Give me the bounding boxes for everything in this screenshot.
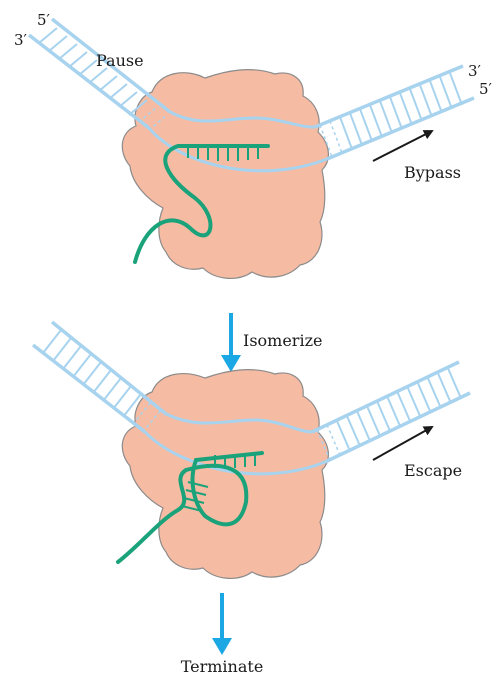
terminate-arrow-head — [212, 638, 232, 655]
escape-arrow — [373, 427, 432, 460]
isomerize-arrow-head — [221, 355, 241, 372]
bypass-label: Bypass — [404, 163, 461, 182]
left-3-prime-label: 3′ — [14, 31, 28, 49]
terminate-step: Terminate — [181, 593, 264, 676]
downstream-dna-bottom — [312, 362, 470, 462]
isomerize-step: Isomerize — [221, 313, 322, 372]
upstream-dna-top — [29, 19, 170, 130]
top-panel: 5′ 3′ 3′ 5′ Pause Bypass — [14, 11, 493, 278]
downstream-dna-top — [315, 66, 474, 159]
pause-label: Pause — [96, 51, 144, 70]
isomerize-label: Isomerize — [243, 331, 322, 350]
terminate-label: Terminate — [181, 657, 264, 676]
right-3-prime-label: 3′ — [468, 62, 482, 80]
bottom-panel: Escape — [33, 322, 470, 578]
escape-label: Escape — [404, 461, 462, 480]
right-5-prime-label: 5′ — [479, 80, 493, 98]
polymerase-bottom — [122, 370, 328, 579]
left-5-prime-label: 5′ — [37, 11, 51, 29]
